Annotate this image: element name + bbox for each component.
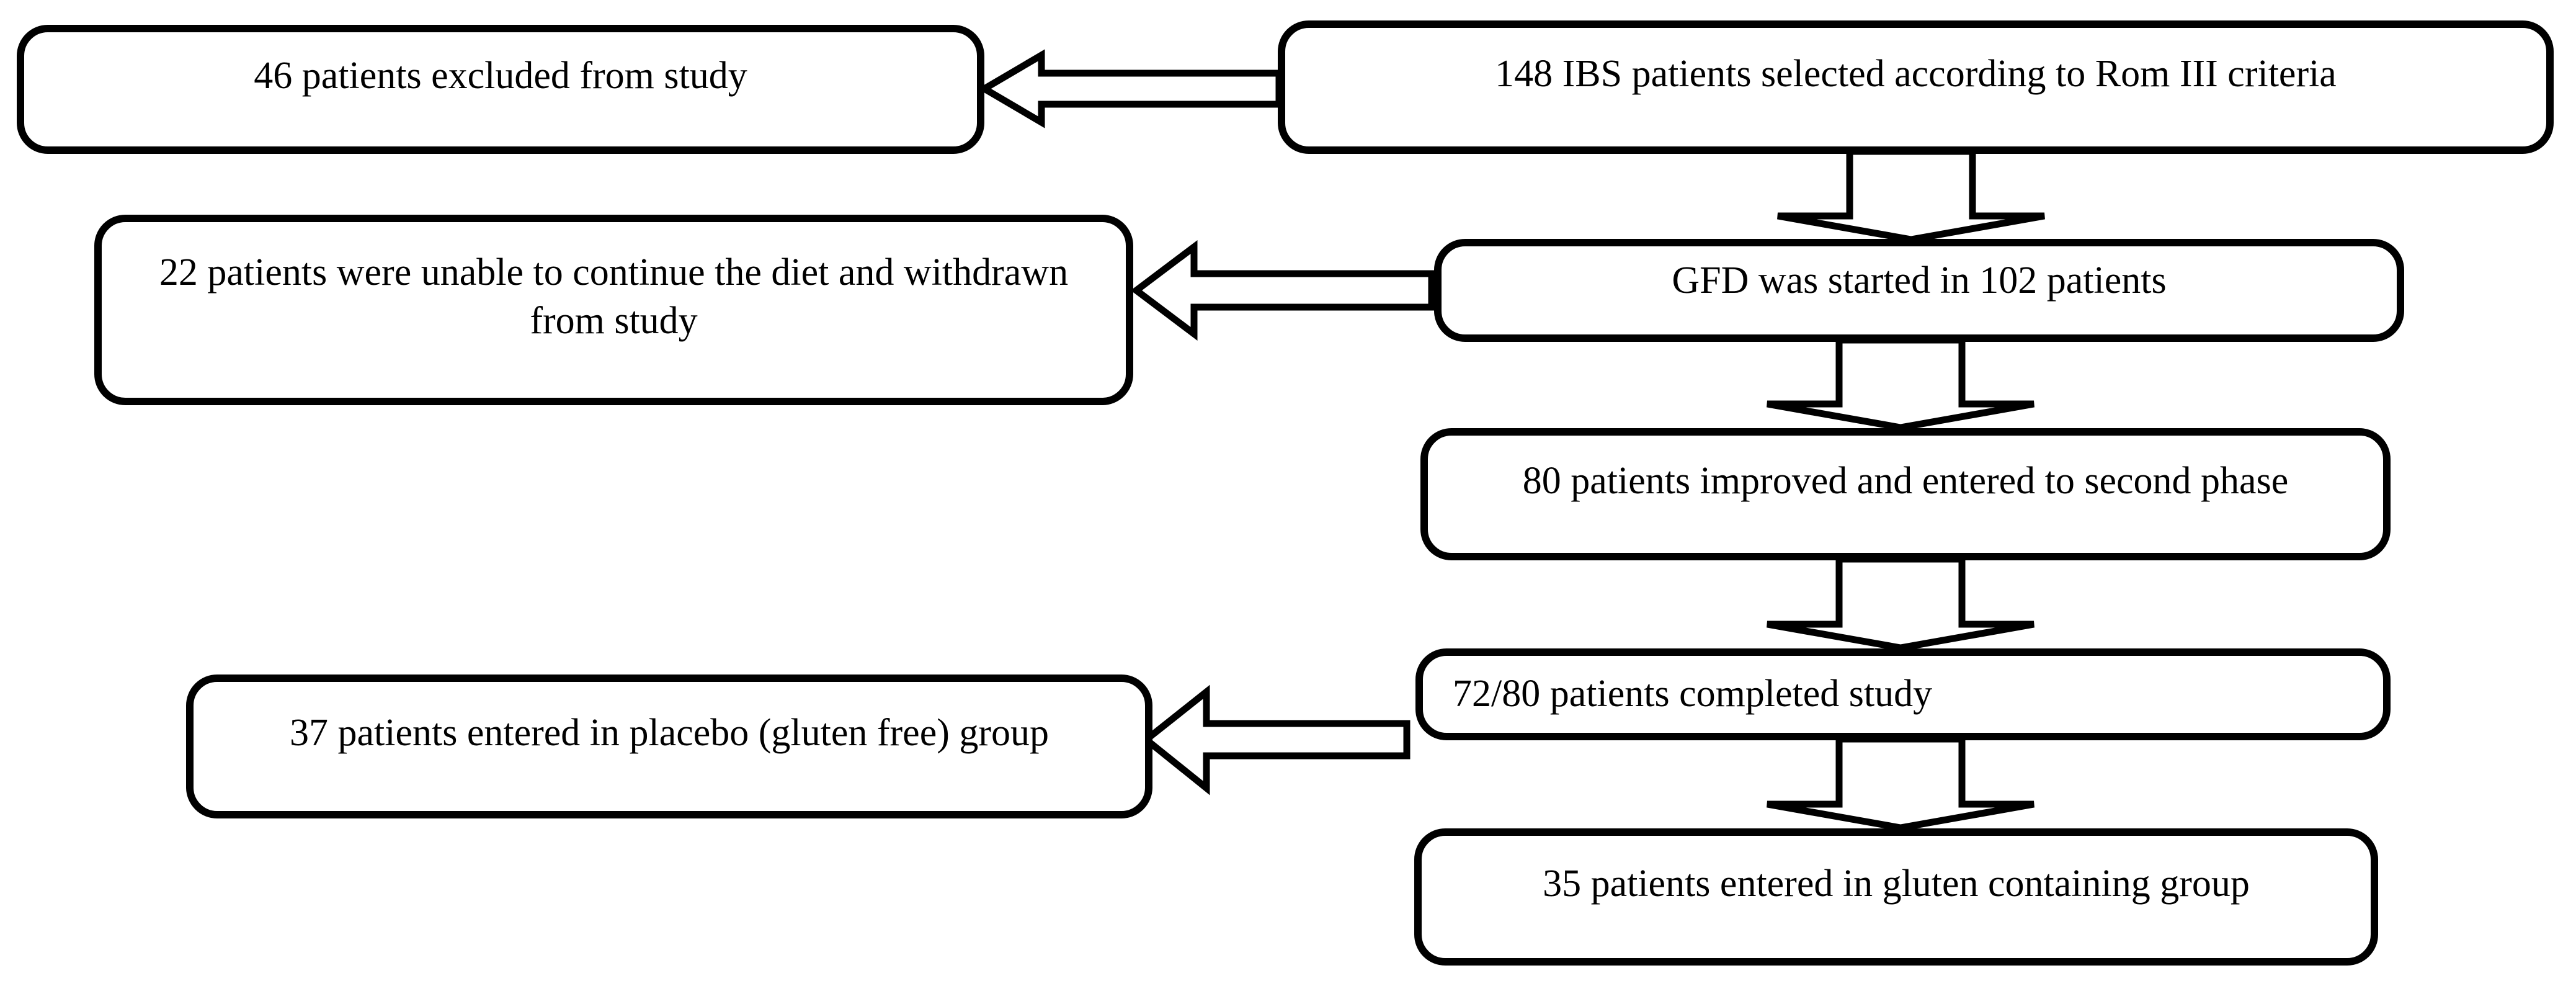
selected-to-gfd-arrow: [1777, 148, 2045, 243]
node-improved: 80 patients improved and entered to seco…: [1420, 428, 2391, 560]
improved-to-completed-arrow: [1767, 555, 2035, 652]
gfd-to-withdrawn-arrow: [1130, 240, 1435, 341]
gfd-to-improved-arrow: [1767, 336, 2035, 431]
node-completed: 72/80 patients completed study: [1415, 648, 2391, 740]
node-excluded: 46 patients excluded from study: [17, 25, 984, 154]
node-gfd-started: GFD was started in 102 patients: [1434, 239, 2404, 342]
node-selected: 148 IBS patients selected according to R…: [1278, 20, 2554, 154]
selected-to-excluded-arrow: [978, 49, 1283, 128]
completed-to-placebo-arrow: [1141, 684, 1411, 796]
node-placebo-group: 37 patients entered in placebo (gluten f…: [186, 675, 1152, 818]
node-gluten-group: 35 patients entered in gluten containing…: [1414, 828, 2378, 966]
completed-to-gluten-arrow: [1767, 735, 2035, 831]
node-withdrawn: 22 patients were unable to continue the …: [94, 215, 1133, 405]
